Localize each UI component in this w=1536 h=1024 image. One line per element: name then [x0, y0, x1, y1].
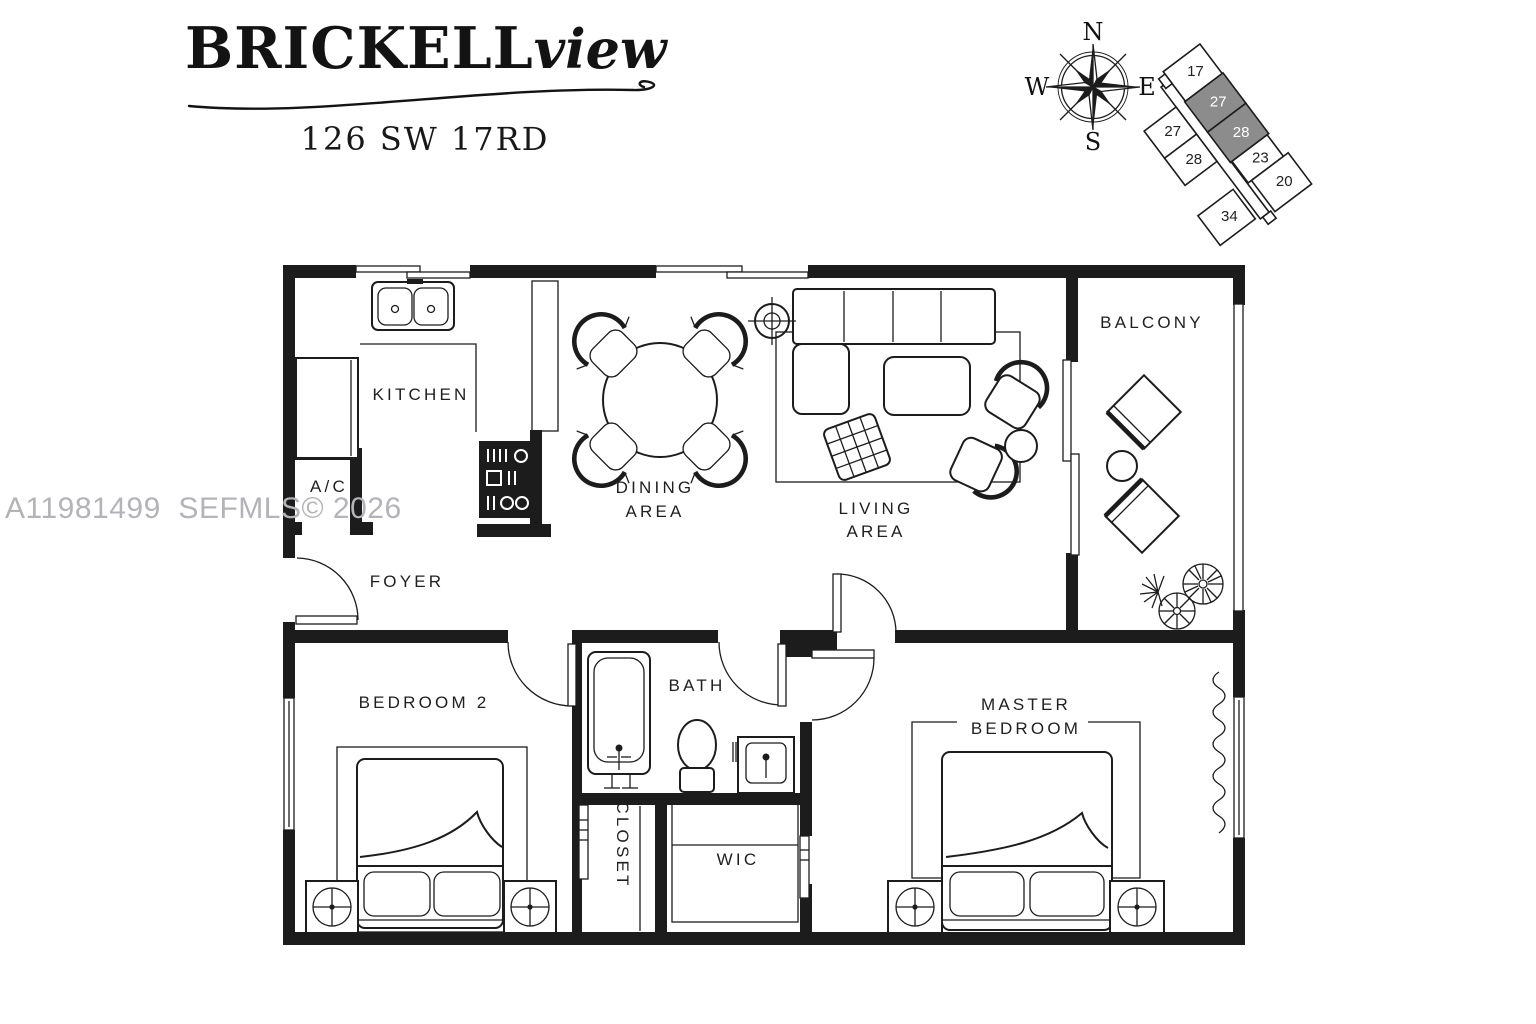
wic-sliding-door	[799, 835, 810, 899]
dining-chair	[682, 422, 748, 488]
range-stove	[479, 441, 536, 518]
label-foyer: FOYER	[370, 572, 445, 591]
living-furniture	[748, 288, 1050, 500]
bath-door	[718, 641, 787, 707]
woven-ottoman	[823, 413, 891, 481]
bath-fixtures	[587, 651, 795, 794]
label-closet: CLOSET	[613, 801, 632, 888]
master-furniture	[887, 671, 1226, 934]
vanity-sink	[732, 736, 795, 794]
brand-logo: BRICKELLview 126 SW 17RD	[185, 20, 666, 158]
curtain-wave	[1212, 671, 1226, 834]
nightstand	[887, 880, 943, 934]
dining-set	[572, 312, 748, 488]
keyplan-unit-17: 17	[1187, 63, 1204, 80]
brand-name-script: view	[533, 17, 667, 81]
floor-lamp	[748, 297, 796, 345]
dining-chair	[682, 312, 748, 378]
label-bath: BATH	[669, 676, 726, 695]
balcony-chair	[1105, 373, 1183, 451]
dining-table	[602, 342, 718, 458]
keyplan-unit-28-highlight: 28	[1233, 124, 1250, 141]
room-labels: KITCHEN A/C FOYER DINING AREA LIVING ARE…	[310, 313, 1204, 889]
accent-chair	[984, 359, 1050, 430]
property-address: 126 SW 17RD	[300, 120, 550, 158]
label-master-1: MASTER	[981, 695, 1071, 714]
bedroom2-door	[507, 641, 577, 707]
nightstand	[305, 880, 359, 934]
label-dining-1: DINING	[616, 478, 695, 497]
compass-north-label: N	[1083, 18, 1104, 46]
nightstand	[503, 880, 557, 934]
bedroom2-bed	[356, 758, 504, 929]
label-dining-2: AREA	[625, 502, 684, 521]
sectional-sofa	[792, 288, 996, 415]
brand-name: BRICKELLview	[185, 20, 666, 77]
keyplan-unit-28: 28	[1185, 151, 1202, 168]
bedroom2-furniture	[305, 746, 557, 934]
doors	[295, 359, 1080, 899]
label-bedroom2: BEDROOM 2	[359, 693, 490, 712]
wic-shelving	[671, 799, 799, 923]
mls-watermark: A11981499 SEFMLS© 2026	[5, 492, 402, 525]
label-wic: WIC	[717, 850, 760, 869]
label-living-2: AREA	[846, 522, 905, 541]
compass-east-label: E	[1138, 73, 1156, 101]
balcony-furniture	[1103, 373, 1224, 630]
keyplan-unit-20: 20	[1276, 173, 1293, 190]
hall-door	[832, 573, 897, 634]
bedroom2-rug	[336, 746, 528, 933]
brand-name-serif: BRICKELL	[185, 15, 534, 82]
kitchen-counter	[360, 343, 477, 432]
closet-wic	[639, 799, 799, 931]
dining-chair	[572, 312, 638, 378]
potted-plants	[1139, 563, 1224, 630]
label-kitchen: KITCHEN	[372, 385, 469, 404]
compass-rose: N S W E	[1025, 18, 1156, 156]
entry-door	[295, 557, 359, 625]
keyplan-unit-23: 23	[1252, 149, 1269, 166]
label-ac: A/C	[310, 477, 348, 496]
building-key-plan: 17 27 28 23 20 34 27 28	[1143, 42, 1313, 247]
coffee-table	[883, 356, 971, 416]
closet-sliding-door	[578, 804, 589, 880]
label-master-2: BEDROOM	[971, 719, 1081, 738]
master-window	[1233, 696, 1245, 839]
master-bed	[941, 751, 1113, 931]
logo-swoosh-underline	[187, 80, 656, 110]
side-table	[1004, 429, 1038, 463]
windows	[283, 265, 1245, 839]
kitchen-peninsula	[531, 280, 559, 432]
compass-south-label: S	[1085, 128, 1101, 156]
living-window	[655, 265, 809, 279]
refrigerator	[295, 357, 359, 459]
keyplan-unit-27: 27	[1164, 123, 1181, 140]
double-sink	[371, 279, 455, 331]
kitchen-window	[355, 265, 471, 279]
master-door	[811, 649, 875, 721]
label-balcony: BALCONY	[1100, 313, 1204, 332]
balcony-table	[1106, 450, 1138, 482]
keyplan-unit-34: 34	[1221, 208, 1238, 225]
keyplan-unit-27-highlight: 27	[1210, 94, 1227, 111]
toilet	[677, 719, 717, 793]
label-living-1: LIVING	[839, 499, 914, 518]
nightstand	[1109, 880, 1165, 934]
compass-west-label: W	[1025, 73, 1050, 101]
bathtub	[587, 651, 651, 789]
balcony-sliding-door	[1062, 359, 1080, 556]
balcony-railing	[1233, 303, 1244, 612]
bedroom2-window	[283, 697, 295, 831]
balcony-chair	[1103, 477, 1181, 555]
kitchen-fixtures	[295, 279, 559, 518]
dining-chair	[572, 422, 638, 488]
